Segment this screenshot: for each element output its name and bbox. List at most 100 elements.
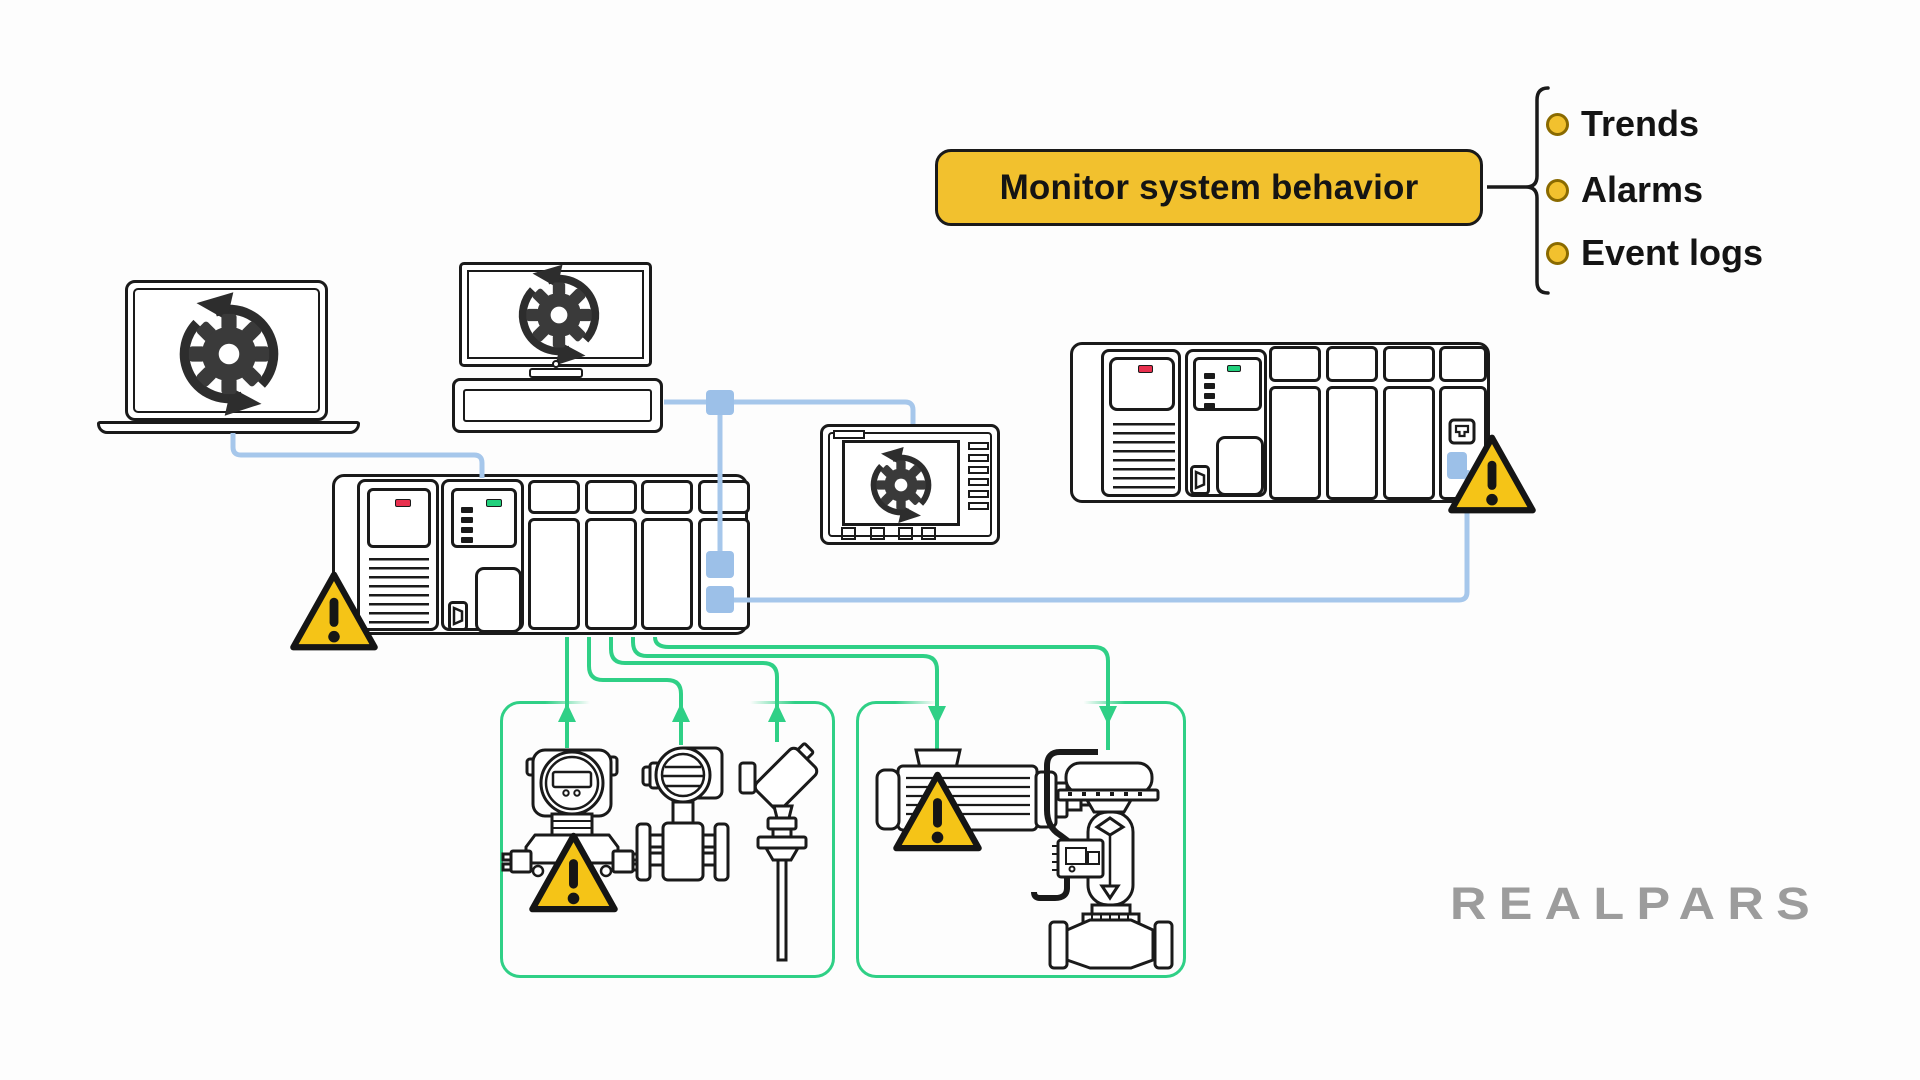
realpars-logo: REALPARS bbox=[1450, 878, 1823, 929]
hmi-key[interactable] bbox=[968, 454, 989, 462]
io-slot bbox=[528, 477, 580, 632]
control-valve bbox=[1031, 749, 1174, 970]
module-face bbox=[451, 488, 517, 548]
hmi-button[interactable] bbox=[870, 527, 885, 540]
io-slot bbox=[1383, 345, 1435, 502]
indicator-bar bbox=[1204, 373, 1215, 379]
bullet-dot-icon bbox=[1546, 241, 1569, 265]
arrow-down-icon bbox=[928, 706, 946, 725]
module-door bbox=[1216, 436, 1264, 496]
flow-arrows bbox=[558, 703, 1117, 725]
indicator-bar bbox=[1204, 383, 1215, 389]
hmi-key[interactable] bbox=[968, 442, 989, 450]
bullet-dot-icon bbox=[1546, 178, 1569, 202]
slot-top bbox=[585, 480, 637, 514]
power-supply-module bbox=[357, 479, 439, 631]
warning-triangle-icon bbox=[1446, 430, 1538, 518]
network-node bbox=[706, 390, 734, 415]
monitor-power-dot bbox=[552, 360, 560, 368]
border-fade bbox=[895, 697, 1125, 708]
hmi-frame bbox=[828, 432, 992, 537]
remote-plc-rack bbox=[1070, 342, 1490, 503]
power-supply-module bbox=[1101, 349, 1181, 497]
flowmeter-line bbox=[587, 637, 683, 745]
hmi-screen bbox=[842, 440, 960, 526]
laptop-base bbox=[97, 421, 360, 434]
list-item-trends: Trends bbox=[1546, 103, 1700, 144]
callout-box: Monitor system behavior bbox=[935, 149, 1483, 226]
indicator-bar bbox=[1204, 403, 1215, 409]
list-item-event-logs: Event logs bbox=[1546, 232, 1764, 273]
list-item-alarms: Alarms bbox=[1546, 169, 1704, 210]
slot-top bbox=[528, 480, 580, 514]
monitor-stand bbox=[529, 368, 583, 378]
module-face bbox=[367, 488, 431, 548]
indicator-bar bbox=[461, 537, 473, 543]
io-lines bbox=[565, 636, 1110, 750]
temperature-line bbox=[609, 637, 779, 742]
slot-top bbox=[1383, 346, 1435, 382]
hmi-key[interactable] bbox=[968, 502, 989, 510]
status-led-green bbox=[1227, 365, 1241, 372]
flow-meter bbox=[635, 746, 730, 882]
callout-title: Monitor system behavior bbox=[999, 167, 1419, 207]
module-face bbox=[1109, 357, 1175, 411]
hmi-button[interactable] bbox=[921, 527, 936, 540]
plc-to-remote-line bbox=[733, 470, 1470, 603]
hmi-key[interactable] bbox=[968, 466, 989, 474]
vent-slits bbox=[369, 558, 429, 628]
border-fade bbox=[545, 697, 795, 708]
ethernet-port-icon bbox=[1448, 418, 1476, 445]
cpu-module bbox=[1185, 349, 1267, 497]
hmi-key[interactable] bbox=[968, 490, 989, 498]
hmi-panel bbox=[820, 424, 1000, 545]
monitor-screen bbox=[459, 262, 652, 367]
plc-rack bbox=[332, 474, 750, 635]
list-item-label: Event logs bbox=[1581, 232, 1764, 273]
vent-slits bbox=[1113, 423, 1175, 493]
arrow-down-icon bbox=[1099, 706, 1117, 725]
module-door bbox=[475, 567, 522, 633]
brace-path bbox=[1525, 86, 1550, 295]
workstation-to-hmi-line bbox=[664, 399, 916, 424]
arrow-up-icon bbox=[768, 703, 786, 722]
slot-top bbox=[1269, 346, 1321, 382]
io-slot bbox=[585, 477, 637, 632]
network-nodes bbox=[706, 390, 1467, 613]
arrow-up-icon bbox=[558, 703, 576, 722]
hmi-key[interactable] bbox=[968, 478, 989, 486]
warning-triangle-icon bbox=[288, 568, 380, 654]
arrow-up-icon bbox=[672, 703, 690, 722]
slot-body bbox=[528, 518, 580, 630]
laptop-screen bbox=[125, 280, 328, 421]
valve-line bbox=[653, 636, 1110, 750]
module-face bbox=[1193, 357, 1262, 411]
temperature-sensor bbox=[738, 742, 819, 962]
bullet-dot-icon bbox=[1546, 112, 1569, 136]
status-led-green bbox=[486, 499, 502, 507]
hmi-button[interactable] bbox=[898, 527, 913, 540]
warning-triangle-icon bbox=[527, 828, 620, 917]
slot-body bbox=[1326, 386, 1378, 500]
indicator-bar bbox=[461, 517, 473, 523]
hmi-top-slot bbox=[833, 430, 865, 439]
motor-line bbox=[631, 637, 939, 750]
warning-triangle-icon bbox=[891, 766, 984, 857]
brace-bracket bbox=[1487, 86, 1550, 295]
list-item-label: Alarms bbox=[1581, 169, 1704, 210]
slot-body bbox=[1269, 386, 1321, 500]
indicator-bar bbox=[1204, 393, 1215, 399]
comm-port bbox=[706, 551, 734, 578]
slot-top bbox=[641, 480, 693, 514]
slot-body bbox=[641, 518, 693, 630]
slot-body bbox=[585, 518, 637, 630]
hmi-button[interactable] bbox=[841, 527, 856, 540]
indicator-bar bbox=[461, 507, 473, 513]
list-item-label: Trends bbox=[1581, 103, 1700, 144]
laptop-to-plc-line bbox=[230, 433, 485, 478]
comm-port bbox=[706, 586, 734, 613]
io-slot bbox=[1326, 345, 1378, 502]
status-led-red bbox=[1138, 365, 1153, 373]
